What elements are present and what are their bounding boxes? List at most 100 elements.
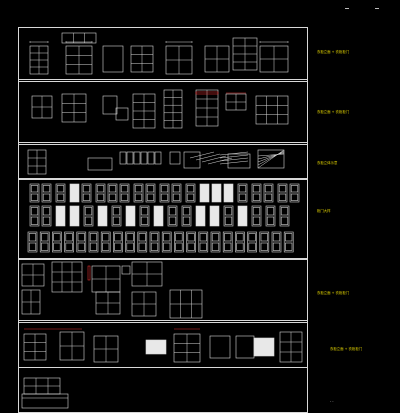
crop-mark (345, 8, 349, 9)
cad-shape (153, 205, 164, 227)
cad-shape (112, 207, 121, 216)
cad-shape (251, 205, 262, 227)
cad-shape (77, 242, 85, 251)
cad-line (257, 151, 285, 163)
cad-shape (114, 242, 122, 251)
cad-shape (138, 233, 146, 242)
cad-shape (102, 95, 118, 115)
cad-shape (265, 205, 276, 227)
cad-shape (41, 242, 49, 251)
cad-shape (289, 183, 300, 203)
cad-shape (150, 242, 159, 251)
cad-shape (82, 193, 91, 201)
cad-shape (146, 193, 155, 201)
cad-shape (53, 233, 61, 242)
cad-shape (119, 183, 130, 203)
cad-shape (290, 185, 299, 193)
cad-line (189, 151, 215, 159)
cad-line (195, 153, 221, 161)
cad-shape (137, 231, 148, 253)
cad-shape (150, 233, 159, 242)
cad-shape (186, 193, 195, 201)
cad-shape (41, 183, 52, 203)
band-label-2: 衣柜立面 + 衣柜柜门 (317, 110, 350, 114)
cad-shape (134, 185, 143, 193)
cad-shape (186, 231, 196, 253)
cad-shape (82, 185, 91, 193)
cad-shape (64, 231, 74, 253)
cad-shape (134, 193, 143, 201)
cad-shape (65, 242, 73, 251)
cad-shape (182, 216, 191, 225)
cad-shape (146, 185, 155, 193)
cad-shape (195, 205, 206, 227)
cad-shape (28, 242, 37, 251)
cad-shape (285, 233, 293, 242)
cad-shape (237, 183, 248, 203)
cad-shape (41, 233, 49, 242)
cad-shape (42, 193, 51, 201)
cad-shape (41, 205, 52, 227)
cad-shape (277, 183, 288, 203)
cad-shape (278, 185, 287, 193)
cad-shape (248, 242, 256, 251)
cad-shape (248, 233, 256, 242)
cad-shape (161, 231, 172, 253)
cad-line (257, 152, 285, 160)
cad-shape (133, 151, 141, 165)
cad-shape (96, 193, 105, 201)
cad-shape (56, 185, 65, 193)
cad-shape (168, 216, 177, 225)
cad-shape (102, 242, 110, 251)
cad-line (219, 160, 249, 165)
cad-shape (30, 185, 39, 193)
cad-line (219, 151, 249, 156)
cad-shape (21, 393, 69, 409)
cad-shape (126, 151, 134, 165)
cad-shape (160, 193, 169, 201)
cad-shape (107, 183, 118, 203)
corner-mark: - - (330, 399, 334, 403)
cad-shape (210, 231, 221, 253)
band-frame-6 (18, 322, 308, 368)
cad-shape (283, 231, 294, 253)
cad-shape (56, 193, 65, 201)
cad-shape (81, 183, 92, 203)
cad-shape (52, 231, 62, 253)
cad-shape (223, 205, 234, 227)
cad-shape (209, 335, 231, 359)
cad-shape (264, 193, 273, 201)
cad-shape (224, 233, 232, 242)
cad-shape (112, 216, 121, 225)
cad-shape (42, 185, 51, 193)
cad-shape (114, 233, 122, 242)
cad-shape (259, 231, 270, 253)
cad-shape (69, 205, 80, 227)
cad-shape (285, 242, 293, 251)
cad-shape (154, 151, 162, 165)
cad-shape (280, 207, 289, 216)
cad-shape (51, 261, 83, 293)
cad-shape (271, 231, 282, 253)
cad-shape (263, 183, 274, 203)
cad-shape (252, 185, 261, 193)
cad-shape (88, 231, 99, 253)
cad-shape (147, 151, 155, 165)
cad-shape (120, 185, 129, 193)
band-frame-2 (18, 81, 308, 143)
cad-shape (28, 233, 37, 242)
cad-shape (119, 151, 127, 165)
cad-shape (175, 242, 183, 251)
cad-shape (87, 157, 113, 171)
cad-shape (186, 185, 195, 193)
cad-shape (139, 205, 150, 227)
cad-shape (30, 216, 39, 225)
cad-shape (140, 207, 149, 216)
cad-shape (209, 205, 220, 227)
cad-shape (29, 205, 40, 227)
cad-shape (113, 231, 123, 253)
cad-shape (237, 205, 248, 227)
cad-shape (224, 207, 233, 216)
cad-shape (182, 207, 191, 216)
